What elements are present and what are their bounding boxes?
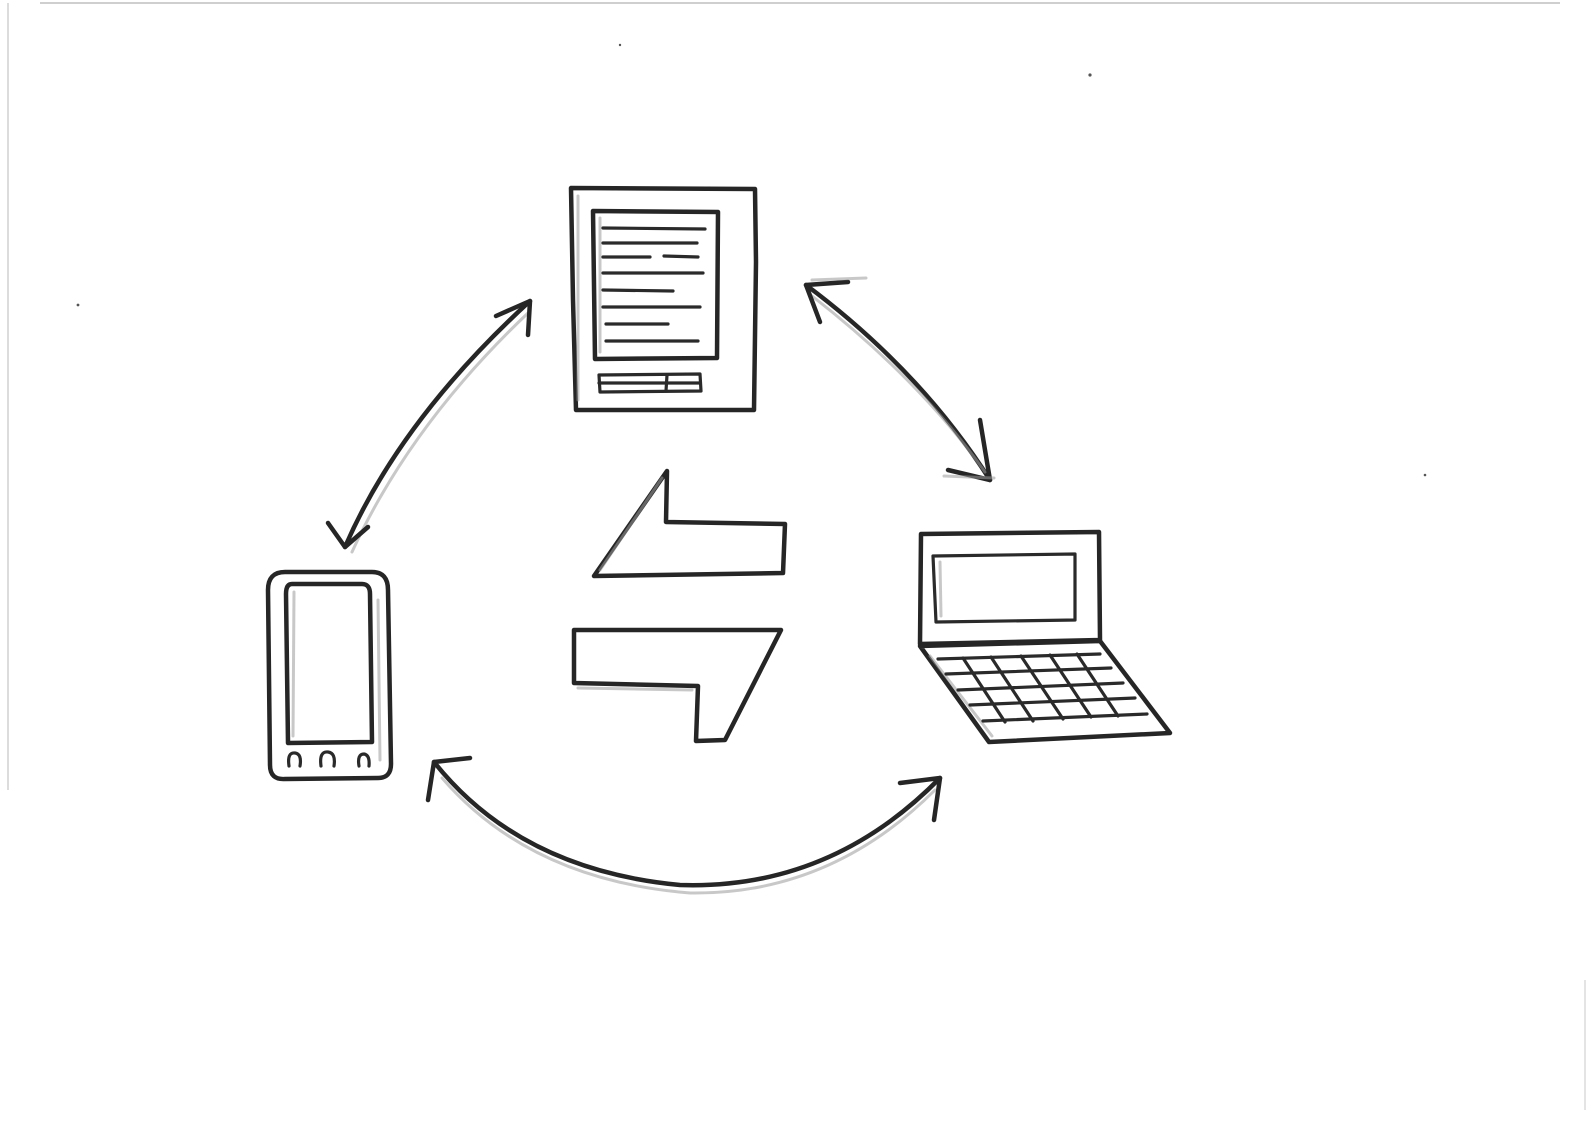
swap-arrows-icon <box>574 471 785 741</box>
smartphone-icon <box>268 572 391 779</box>
connector-ereader-laptop <box>806 278 994 480</box>
ereader-icon <box>571 188 756 410</box>
connector-phone-ereader <box>328 301 530 552</box>
scan-edges <box>8 3 1585 1110</box>
laptop-icon <box>920 532 1170 742</box>
connector-phone-laptop <box>428 758 940 893</box>
